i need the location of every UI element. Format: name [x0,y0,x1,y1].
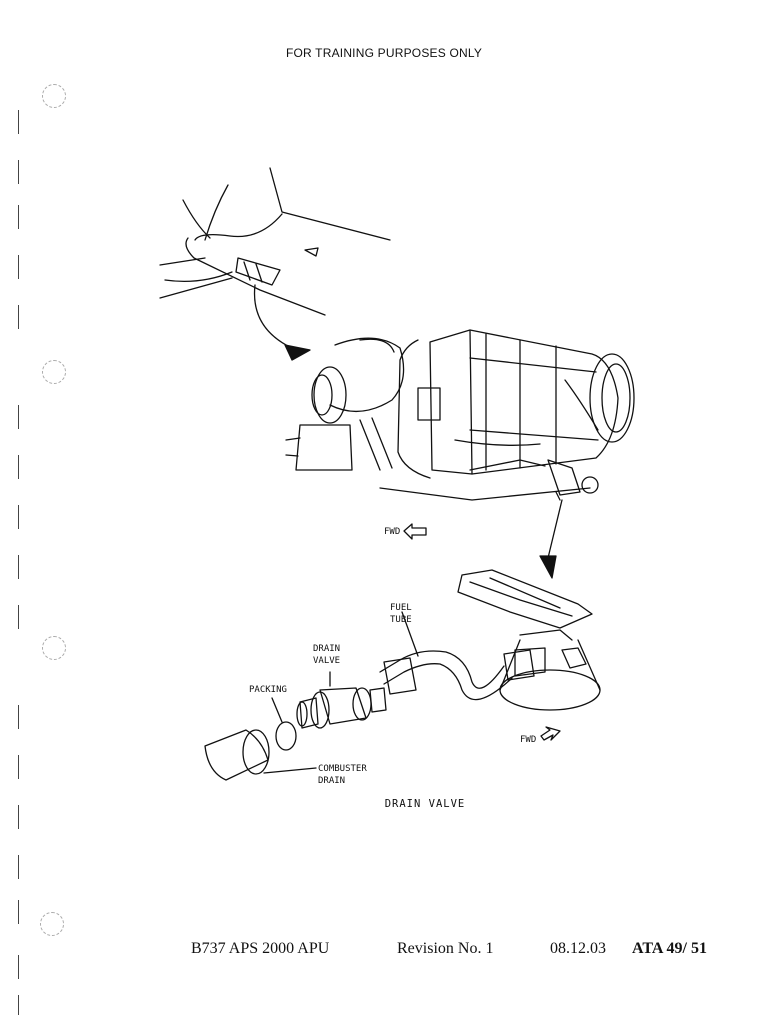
drain-valve [296,671,387,729]
binder-margin [18,995,19,1015]
drain-valve-label: DRAIN VALVE [313,644,341,666]
binder-margin [18,855,19,879]
fwd-label: FWD [520,735,537,745]
binder-margin [18,900,19,924]
fuel-tube-label: FUEL TUBE [390,603,412,625]
packing-label: PACKING [249,685,287,695]
aircraft-tail-cone [159,167,391,316]
figure-caption: DRAIN VALVE [384,798,466,810]
footer-date: 08.12.03 [550,940,606,957]
binder-margin [18,110,19,134]
binder-margin [18,805,19,829]
binder-margin [18,505,19,529]
fwd-label: FWD [384,527,401,537]
page-header-title: FOR TRAINING PURPOSES ONLY [285,46,483,60]
mounting-bracket [457,569,601,711]
footer-document-title: B737 APS 2000 APU [191,940,330,957]
footer-revision: Revision No. 1 [397,940,494,957]
binder-margin [18,605,19,629]
apu-engine [285,329,635,501]
binder-margin [18,205,19,229]
punch-hole [42,360,66,384]
binder-margin [18,255,19,279]
binder-margin [18,555,19,579]
fwd-arrow-icon [540,726,561,741]
callout-arrow-icon [539,499,563,579]
binder-margin [18,160,19,184]
punch-hole [40,912,64,936]
callout-arrow-icon [253,284,311,361]
punch-hole [42,84,66,108]
binder-margin [18,755,19,779]
fuel-tube [379,611,535,701]
combuster-drain [204,729,317,781]
binder-margin [18,455,19,479]
punch-hole [42,636,66,660]
combuster-drain-label: COMBUSTER DRAIN [318,764,367,786]
binder-margin [18,705,19,729]
footer-ata-reference: ATA 49/ 51 [632,940,707,957]
packing-ring [271,697,297,751]
binder-margin [18,955,19,979]
binder-margin [18,405,19,429]
binder-margin [18,305,19,329]
fwd-arrow-icon [403,523,427,540]
